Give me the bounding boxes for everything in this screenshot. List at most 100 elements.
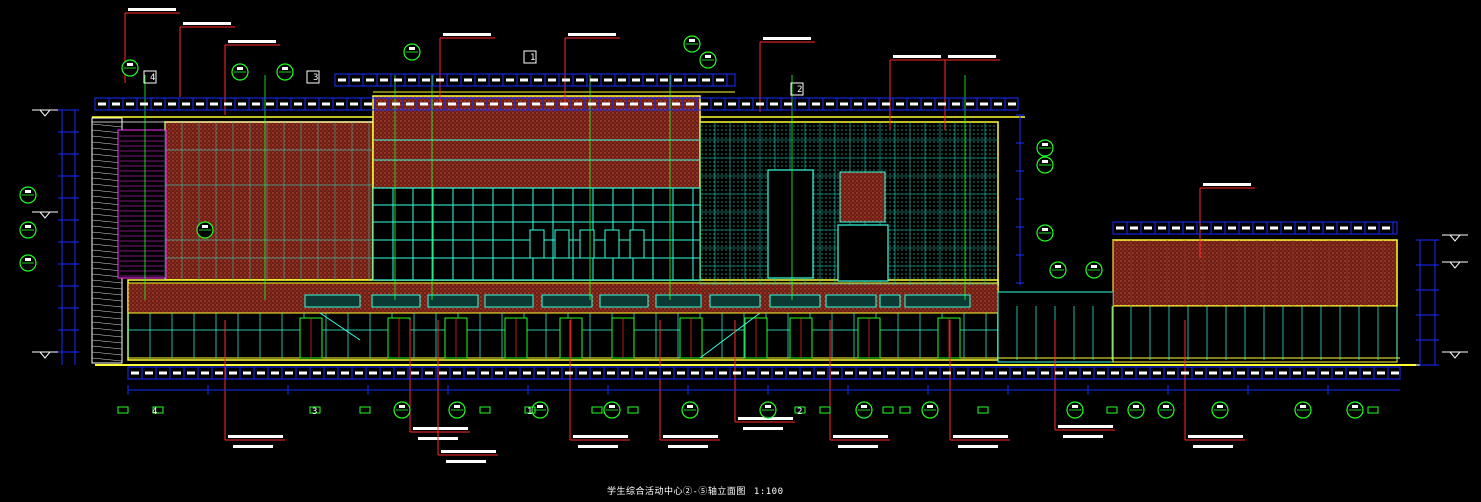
annex-dim-label <box>1144 226 1152 230</box>
curtain-opening-2 <box>837 224 889 282</box>
stair-hatch <box>91 195 123 200</box>
bottom-dim-1-label <box>411 371 419 375</box>
axis-number-bottom: 4 <box>152 407 157 417</box>
annex-dim-label <box>1284 226 1292 230</box>
callout-text <box>893 55 941 58</box>
bottom-dim-1-label <box>621 371 629 375</box>
top-dim-label <box>518 102 526 106</box>
top-dim-label <box>686 102 694 106</box>
bottom-dim-1-label <box>971 371 979 375</box>
axis-number-bottom: 3 <box>312 407 317 417</box>
parapet-dim-label <box>618 78 626 82</box>
bottom-dim-1-label <box>327 371 335 375</box>
top-dim-label <box>896 102 904 106</box>
canopy <box>541 294 593 308</box>
stair-hatch <box>91 333 123 338</box>
bottom-dim-1-label <box>565 371 573 375</box>
bottom-dim-1-label <box>1265 371 1273 375</box>
top-dim-label <box>770 102 778 106</box>
bottom-dim-1-label <box>1377 371 1385 375</box>
top-dim-label <box>308 102 316 106</box>
stair-hatch <box>91 123 123 128</box>
canopy <box>709 294 761 308</box>
axis-tag <box>309 406 321 414</box>
axis-number-top: 4 <box>150 73 155 83</box>
axis-tag-top <box>790 82 804 96</box>
bottom-dim-1-label <box>789 371 797 375</box>
top-dim-label <box>784 102 792 106</box>
bottom-dim-1-label <box>467 371 475 375</box>
parapet-dim-label <box>352 78 360 82</box>
axis-tag <box>479 406 491 414</box>
top-dim-label <box>420 102 428 106</box>
section-bubble-num <box>861 405 867 408</box>
top-dim-label <box>476 102 484 106</box>
section-bubble-num <box>1163 405 1169 408</box>
stair-hatch <box>91 219 123 224</box>
bottom-dim-1-label <box>747 371 755 375</box>
canopy <box>484 294 534 308</box>
bottom-dim-1-label <box>649 371 657 375</box>
parapet-dim-label <box>590 78 598 82</box>
top-dim-label <box>882 102 890 106</box>
small-window <box>554 229 570 259</box>
stair-hatch <box>91 261 123 266</box>
top-dim-label <box>980 102 988 106</box>
section-bubble-num <box>687 405 693 408</box>
bottom-dim-1-label <box>901 371 909 375</box>
bottom-dim-1-label <box>509 371 517 375</box>
top-dim-label <box>210 102 218 106</box>
top-dim-label <box>392 102 400 106</box>
stair-hatch <box>91 279 123 284</box>
stair-hatch <box>91 249 123 254</box>
axis-tag-top <box>143 70 157 84</box>
bottom-dim-1-label <box>1223 371 1231 375</box>
bottom-dim-1-label <box>831 371 839 375</box>
bottom-dim-1-label <box>215 371 223 375</box>
annex-dim-label <box>1312 226 1320 230</box>
curtain-opening-1 <box>767 169 814 279</box>
axis-tag <box>819 406 831 414</box>
top-dim-label <box>574 102 582 106</box>
parapet-dim-label <box>380 78 388 82</box>
callout-text <box>573 435 628 438</box>
bottom-dim-1-label <box>495 371 503 375</box>
bottom-dim-1-label <box>201 371 209 375</box>
canopy <box>769 294 821 308</box>
section-bubble-num <box>1091 265 1097 268</box>
bottom-dim-1-label <box>1055 371 1063 375</box>
bottom-dim-1-label <box>957 371 965 375</box>
bottom-dim-1-label <box>257 371 265 375</box>
small-window <box>579 229 595 259</box>
top-dim-label <box>616 102 624 106</box>
parapet-dim-label <box>366 78 374 82</box>
top-dim-label <box>364 102 372 106</box>
stair-hatch <box>91 243 123 248</box>
bottom-dim-1-label <box>313 371 321 375</box>
drawing-scale: 1:100 <box>753 487 784 497</box>
bottom-dim-1-label <box>635 371 643 375</box>
stair-hatch <box>91 141 123 146</box>
parapet-dim-label <box>394 78 402 82</box>
top-dim-label <box>756 102 764 106</box>
axis-tag <box>524 406 536 414</box>
parapet-dim-label <box>450 78 458 82</box>
bottom-dim-1-label <box>1251 371 1259 375</box>
annex-dim-label <box>1368 226 1376 230</box>
stair-hatch <box>91 297 123 302</box>
parapet-dim-label <box>548 78 556 82</box>
bottom-dim-1-label <box>537 371 545 375</box>
annex-dim-label <box>1256 226 1264 230</box>
top-dim-label <box>238 102 246 106</box>
bottom-dim-1-label <box>719 371 727 375</box>
bottom-dim-1-label <box>523 371 531 375</box>
section-bubble-num <box>689 39 695 42</box>
bottom-dim-1-label <box>607 371 615 375</box>
level-triangle <box>38 351 52 359</box>
top-dim-label <box>700 102 708 106</box>
parapet-dim-label <box>646 78 654 82</box>
annex-dim-label <box>1298 226 1306 230</box>
stair-hatch <box>91 309 123 314</box>
axis-tag-top <box>306 70 320 84</box>
